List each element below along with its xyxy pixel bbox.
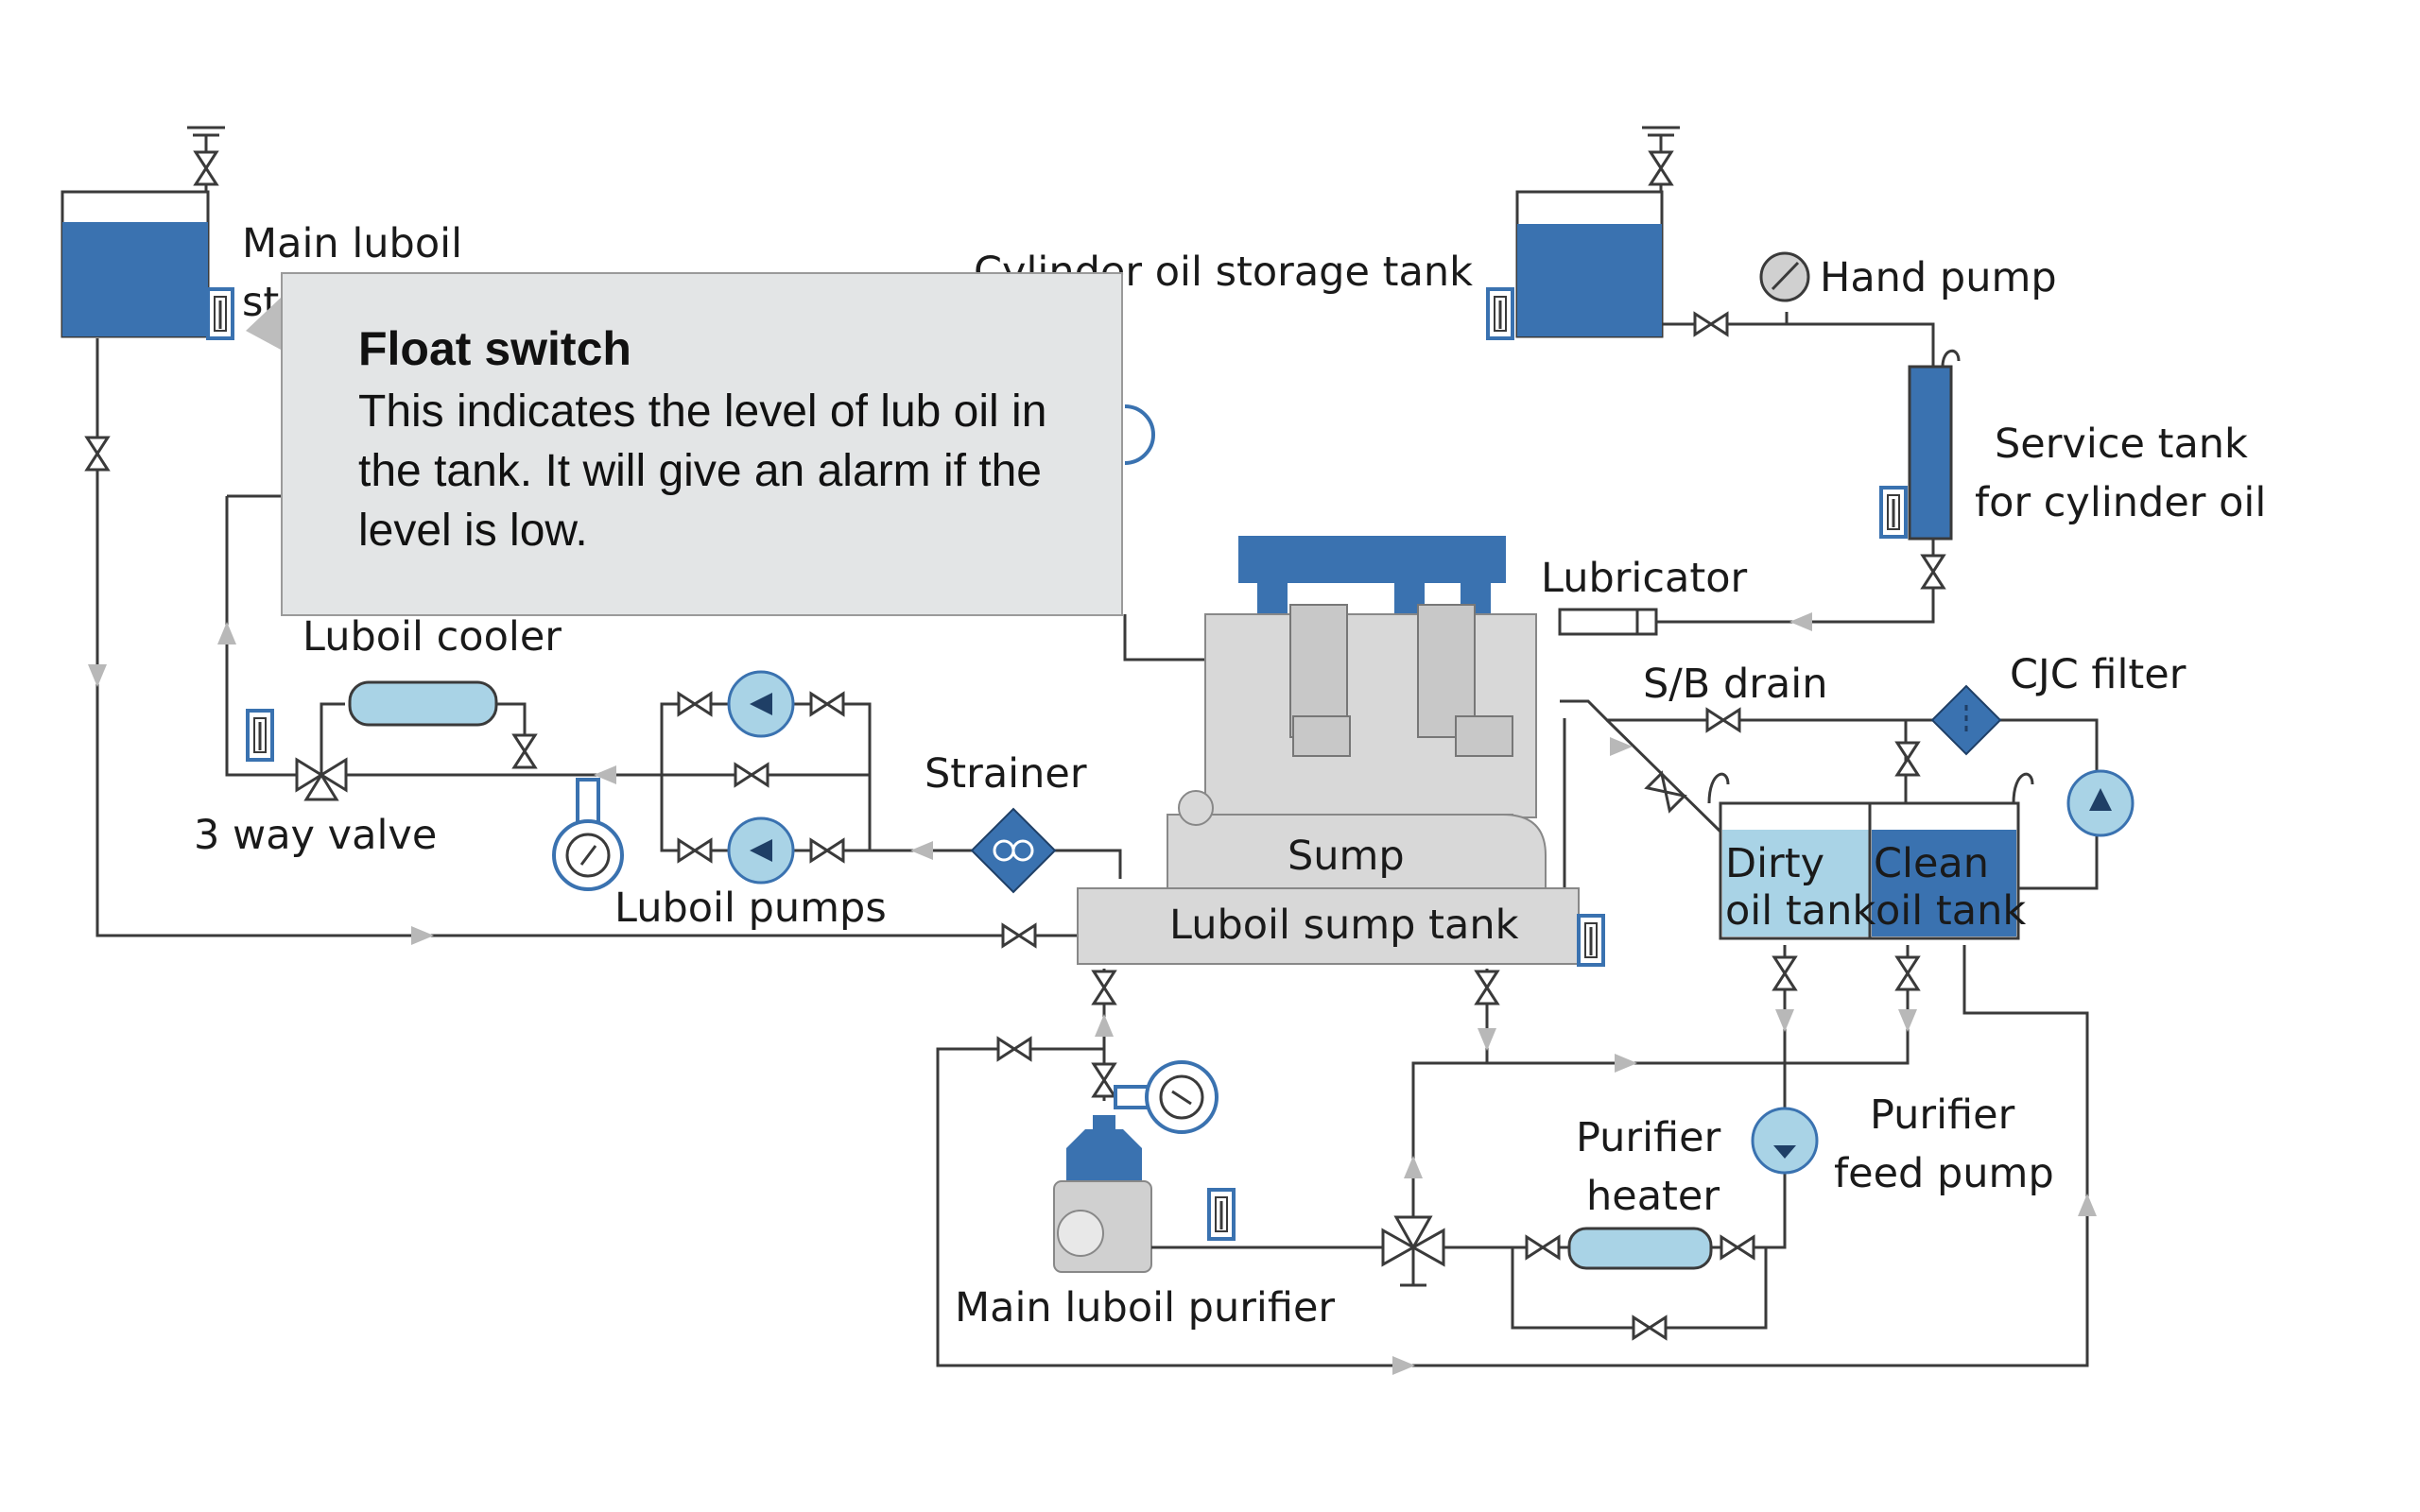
main-luboil-purifier[interactable] (1053, 1115, 1152, 1273)
pressure-gauge-purifier (1114, 1060, 1219, 1134)
strainer-label: Strainer (925, 750, 1087, 798)
sump-label: Sump (1288, 833, 1405, 880)
service-tank-cylinder-oil[interactable] (1879, 350, 1961, 541)
luboil-sump-tank[interactable] (1077, 887, 1605, 967)
main-luboil-label: Main luboil (242, 220, 462, 267)
three-way-valve[interactable] (295, 757, 348, 801)
thermometer-purifier (1207, 1188, 1236, 1241)
luboil-pumps-label: Luboil pumps (614, 885, 887, 932)
dirty-tank-label-line2: oil tank (1725, 887, 1876, 935)
thermometer-cooler (246, 709, 274, 762)
luboil-pump-1[interactable] (727, 670, 795, 738)
luboil-pump-2[interactable] (727, 816, 795, 885)
pressure-gauge-pumps (552, 778, 624, 891)
float-switch-main-tank[interactable] (206, 287, 234, 340)
purifier-heater-label-line1: Purifier (1576, 1114, 1721, 1161)
level-gauge-sump-tank (1577, 914, 1605, 967)
clean-tank-label-line2: oil tank (1876, 887, 2026, 935)
level-gauge-cylinder-tank (1486, 287, 1514, 340)
service-tank-label-line1: Service tank (1995, 421, 2248, 468)
purifier-feed-pump[interactable] (1751, 1107, 1819, 1175)
dirty-tank-label-line1: Dirty (1725, 840, 1824, 887)
lubricator-label: Lubricator (1541, 555, 1748, 602)
cjc-pump[interactable] (2066, 769, 2135, 837)
tooltip-body: This indicates the level of lub oil in t… (358, 387, 1047, 556)
clean-tank-label-line1: Clean (1874, 840, 1989, 887)
hand-pump[interactable] (1759, 251, 1810, 302)
valves (85, 126, 1945, 1340)
service-tank-label-line2: for cylinder oil (1975, 479, 2266, 526)
main-luboil-purifier-label: Main luboil purifier (955, 1284, 1335, 1332)
three-way-valve-label: 3 way valve (194, 812, 437, 859)
sb-drain-label: S/B drain (1643, 661, 1827, 708)
purifier-three-way-valve[interactable] (1381, 1215, 1445, 1287)
tooltip-title: Float switch (358, 322, 631, 375)
strainer[interactable] (970, 807, 1057, 894)
hand-pump-label: Hand pump (1820, 254, 2057, 301)
main-engine (1167, 536, 1547, 889)
tooltip-pointer (246, 298, 281, 350)
purifier-heater-label-line2: heater (1586, 1173, 1720, 1220)
main-luboil-storage-tank[interactable] (60, 190, 234, 340)
luboil-cooler[interactable] (348, 680, 498, 727)
luboil-cooler-label: Luboil cooler (302, 613, 562, 661)
cylinder-oil-storage-tank[interactable] (1486, 190, 1664, 340)
purifier-feed-pump-label-line2: feed pump (1834, 1150, 2054, 1197)
float-switch-tooltip: Float switch This indicates the level of… (281, 272, 1123, 616)
luboil-sump-tank-label: Luboil sump tank (1169, 902, 1519, 949)
lubricator[interactable] (1558, 608, 1658, 636)
hidden-gauge-edge (1124, 404, 1155, 465)
dirty-oil-tank[interactable] (1719, 801, 1872, 940)
level-gauge-service-tank (1879, 486, 1908, 539)
purifier-feed-pump-label-line1: Purifier (1870, 1091, 2015, 1139)
cjc-filter-label: CJC filter (2010, 651, 2187, 698)
clean-oil-tank[interactable] (1868, 801, 2020, 940)
purifier-heater[interactable] (1567, 1227, 1713, 1270)
cjc-filter[interactable] (1930, 684, 2002, 756)
